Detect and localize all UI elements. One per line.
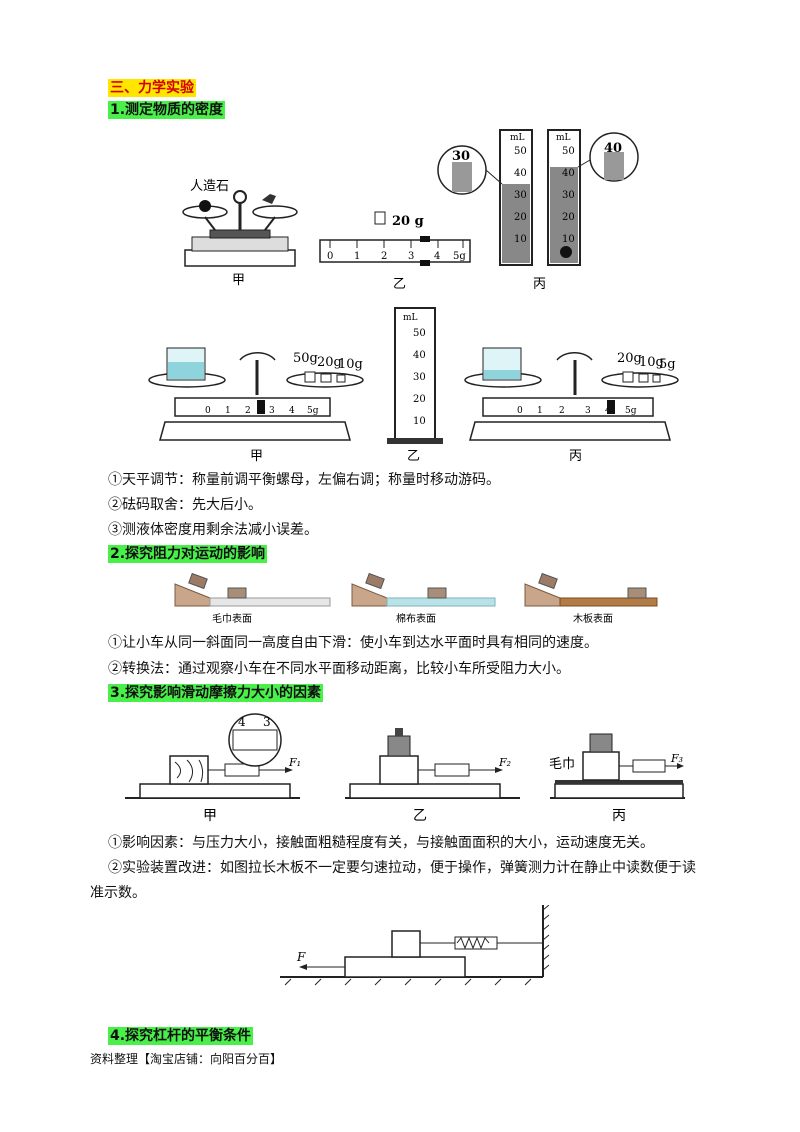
balance-scale-right: 20g 10g 5g 0 1 2 3 4 5g	[464, 347, 679, 441]
zoom-reading-right: 40	[604, 141, 622, 156]
lever-heading: 4.探究杠杆的平衡条件	[108, 1027, 254, 1045]
surface-label: 木板表面	[573, 612, 613, 625]
figure-caption: 甲	[203, 808, 217, 824]
zoom-tick: 4	[238, 715, 246, 729]
figure-caption: 甲	[232, 273, 245, 288]
figure-caption: 乙	[413, 808, 427, 824]
friction-setup-c: F₃ 毛巾	[549, 733, 685, 799]
density-heading: 1.测定物质的密度	[108, 101, 226, 119]
friction-setup-a: 4 3 F₁	[125, 713, 301, 799]
weight-label: 5g	[659, 357, 676, 372]
friction-setup-b: F₂	[345, 728, 520, 799]
figure-caption: 甲	[250, 449, 263, 464]
stone-label: 人造石	[190, 179, 229, 194]
note-line: ③测液体密度用剩余法减小误差。	[108, 522, 318, 538]
cylinder-tick: 10	[413, 416, 426, 427]
figure-caption: 乙	[407, 449, 420, 464]
force-label: F₂	[498, 756, 511, 769]
note-line: ①天平调节：称量前调平衡螺母，左偏右调；称量时移动游码。	[108, 472, 500, 488]
figure-caption: 丙	[533, 277, 546, 292]
zoom-tick: 3	[263, 715, 271, 729]
cylinder-tick: 50	[413, 328, 426, 339]
ruler-tick: 0	[205, 406, 211, 416]
ruler-tick: 4	[434, 251, 440, 262]
cylinder-tick: 20	[413, 394, 426, 405]
cylinder-tick: 50	[514, 146, 527, 157]
density-figure-1: 人造石 0 1 2 3 4 5g 20 g mL mL 50 40 30 20	[182, 129, 639, 292]
towel-surface-setup	[174, 572, 331, 607]
cylinder-unit: mL	[556, 133, 571, 143]
surface-label: 棉布表面	[396, 612, 436, 625]
figure-caption: 丙	[569, 449, 582, 464]
weight-label: 20g	[617, 351, 642, 366]
density-figure-2: 50g 20g 10g 0 1 2 3 4 5g mL 50 40 30 20 …	[148, 307, 679, 464]
cylinder-tick: 40	[413, 350, 426, 361]
cylinder-tick: 30	[413, 372, 426, 383]
weight-label: 50g	[293, 351, 318, 366]
ruler-tick: 1	[225, 406, 231, 416]
note-line: ①让小车从同一斜面同一高度自由下滑：使小车到达水平面时具有相同的速度。	[108, 635, 598, 651]
ruler-tick: 2	[245, 406, 251, 416]
ruler-tick: 3	[269, 406, 275, 416]
cylinder-tick: 20	[562, 212, 575, 223]
force-label: F₁	[288, 756, 301, 769]
graduated-cylinders: mL mL 50 40 30 20 10 50 40 30 20 10 30 4…	[437, 129, 639, 266]
weight-label: 20g	[317, 355, 342, 370]
force-label: F	[296, 950, 306, 964]
note-line: ①影响因素：与压力大小，接触面粗糙程度有关，与接触面面积的大小，运动速度无关。	[108, 835, 654, 851]
friction-figure: 4 3 F₁ F₂ F₃ 毛巾 甲 乙 丙	[125, 713, 685, 824]
ruler-tick: 1	[354, 251, 360, 262]
figure-caption: 乙	[393, 277, 406, 292]
footer-text: 资料整理【淘宝店铺：向阳百分百】	[90, 1052, 283, 1066]
ruler-tick: 1	[537, 406, 543, 416]
cylinder-unit: mL	[510, 133, 525, 143]
note-line: ②实验装置改进：如图拉长木板不一定要匀速拉动，便于操作，弹簧测力计在静止中读数便…	[108, 860, 696, 876]
cylinder-unit: mL	[403, 313, 418, 323]
force-label: F₃	[670, 752, 683, 765]
ruler-tick: 5g	[307, 406, 319, 416]
section-title: 三、力学实验	[108, 79, 196, 97]
note-line: ②转换法：通过观察小车在不同水平面移动距离，比较小车所受阻力大小。	[108, 661, 570, 677]
ruler-tick: 2	[559, 406, 565, 416]
cylinder-tick: 40	[514, 168, 527, 179]
resistance-figure: 毛巾表面 棉布表面 木板表面	[174, 572, 658, 625]
note-line: 准示数。	[90, 885, 146, 901]
resistance-heading: 2.探究阻力对运动的影响	[108, 545, 268, 563]
ruler-tick: 0	[517, 406, 523, 416]
cylinder-tick: 40	[562, 168, 575, 179]
cylinder-tick: 30	[514, 190, 527, 201]
zoom-reading-left: 30	[452, 149, 470, 164]
cylinder-tick: 50	[562, 146, 575, 157]
ruler-tick: 3	[408, 251, 414, 262]
ruler-tick: 3	[585, 406, 591, 416]
wood-surface-setup	[524, 572, 658, 607]
balance-scale-left: 50g 20g 10g 0 1 2 3 4 5g	[148, 347, 364, 441]
figure-caption: 丙	[612, 808, 626, 824]
surface-label: 毛巾表面	[212, 612, 252, 625]
weight-label: 10g	[338, 357, 363, 372]
graduated-cylinder: mL 50 40 30 20 10	[387, 307, 443, 444]
balance-scale-1: 人造石	[182, 179, 298, 267]
towel-label: 毛巾	[549, 757, 575, 772]
rider-ruler: 0 1 2 3 4 5g 20 g	[319, 211, 471, 266]
ruler-tick: 5g	[453, 251, 466, 262]
weight-label: 20 g	[392, 214, 424, 229]
cylinder-tick: 20	[514, 212, 527, 223]
ruler-tick: 5g	[625, 406, 637, 416]
cylinder-tick: 30	[562, 190, 575, 201]
cylinder-tick: 10	[514, 234, 527, 245]
cotton-surface-setup	[351, 572, 496, 607]
friction-heading: 3.探究影响滑动摩擦力大小的因素	[108, 684, 324, 702]
ruler-tick: 4	[289, 406, 295, 416]
note-line: ②砝码取舍：先大后小。	[108, 497, 262, 513]
ruler-tick: 0	[327, 251, 333, 262]
weight-label: 10g	[639, 355, 664, 370]
improved-friction-figure: F	[280, 905, 550, 986]
cylinder-tick: 10	[562, 234, 575, 245]
ruler-tick: 2	[381, 251, 387, 262]
